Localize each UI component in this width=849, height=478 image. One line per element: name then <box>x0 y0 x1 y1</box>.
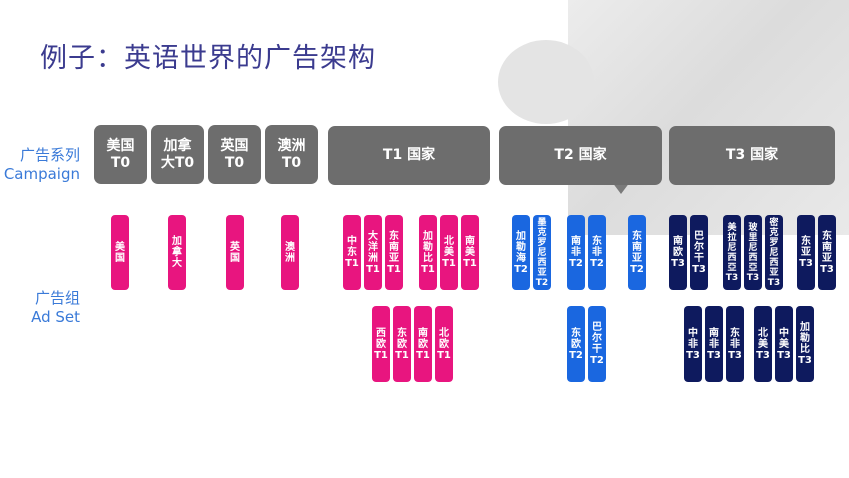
adset-label-en: Ad Set <box>31 308 80 326</box>
adset-t3-central-america: 中 美 T3 <box>775 306 793 382</box>
adset-t2-south-africa: 南 非 T2 <box>567 215 585 290</box>
adset-t1-south-america: 南 美 T1 <box>461 215 479 290</box>
adset-t2-southeast-asia: 东 南 亚 T2 <box>628 215 646 290</box>
adset-t2-eastern-europe: 东 欧 T2 <box>567 306 585 382</box>
adset-t1-northern-europe: 北 欧 T1 <box>435 306 453 382</box>
adset-t3-southern-europe: 南 欧 T3 <box>669 215 687 290</box>
campaign-uk-t0: 英国 T0 <box>208 125 261 184</box>
adset-t1-southern-europe: 南 欧 T1 <box>414 306 432 382</box>
adset-t2-caribbean: 加 勒 海 T2 <box>512 215 530 290</box>
adset-t3-polynesia: 玻 里 尼 西 亞 T3 <box>744 215 762 290</box>
adset-t1-north-america: 北 美 T1 <box>440 215 458 290</box>
adset-t3-melanesia: 美 拉 尼 西 亞 T3 <box>723 215 741 290</box>
campaign-canada-t0: 加拿 大T0 <box>151 125 204 184</box>
adset-uk: 英 国 <box>226 215 244 290</box>
adset-t1-caribbean: 加 勒 比 T1 <box>419 215 437 290</box>
adset-t3-north-america: 北 美 T3 <box>754 306 772 382</box>
adset-t1-oceania: 大 洋 洲 T1 <box>364 215 382 290</box>
adset-t1-western-europe: 西 欧 T1 <box>372 306 390 382</box>
adset-t3-southeast-asia: 东 南 亚 T3 <box>818 215 836 290</box>
adset-t3-central-africa: 中 非 T3 <box>684 306 702 382</box>
background-texture <box>568 0 849 235</box>
adset-t3-east-asia: 东 亚 T3 <box>797 215 815 290</box>
page-title: 例子：英语世界的广告架构 <box>40 43 376 74</box>
adset-t3-caribbean: 加 勒 比 T3 <box>796 306 814 382</box>
campaign-label-en: Campaign <box>3 165 80 183</box>
adset-label: 广告组 Ad Set <box>0 289 80 327</box>
campaign-label: 广告系列 Campaign <box>0 146 80 184</box>
campaign-us-t0: 美国 T0 <box>94 125 147 184</box>
adset-t1-southeast-asia: 东 南 亚 T1 <box>385 215 403 290</box>
campaign-label-cn: 广告系列 <box>19 146 80 164</box>
adset-t3-micronesia: 密 克 罗 尼 西 亚 T3 <box>765 215 783 290</box>
callout-tail <box>612 182 630 194</box>
adset-t3-east-africa: 东 非 T3 <box>726 306 744 382</box>
campaign-t2: T2 国家 <box>499 126 662 185</box>
adset-t2-east-africa: 东 非 T2 <box>588 215 606 290</box>
adset-canada: 加 拿 大 <box>168 215 186 290</box>
campaign-australia-t0: 澳洲 T0 <box>265 125 318 184</box>
adset-label-cn: 广告组 <box>34 289 80 307</box>
adset-us: 美 国 <box>111 215 129 290</box>
adset-t1-eastern-europe: 东 欧 T1 <box>393 306 411 382</box>
adset-t1-middle-east: 中 东 T1 <box>343 215 361 290</box>
speech-bubble-decoration <box>498 40 594 124</box>
adset-t3-balkans: 巴 尔 干 T3 <box>690 215 708 290</box>
campaign-t1: T1 国家 <box>328 126 490 185</box>
campaign-t3: T3 国家 <box>669 126 835 185</box>
adset-t2-balkans: 巴 尔 干 T2 <box>588 306 606 382</box>
adset-t2-micronesia: 墨 克 罗 尼 西 亚 T2 <box>533 215 551 290</box>
adset-australia: 澳 洲 <box>281 215 299 290</box>
adset-t3-south-africa: 南 非 T3 <box>705 306 723 382</box>
